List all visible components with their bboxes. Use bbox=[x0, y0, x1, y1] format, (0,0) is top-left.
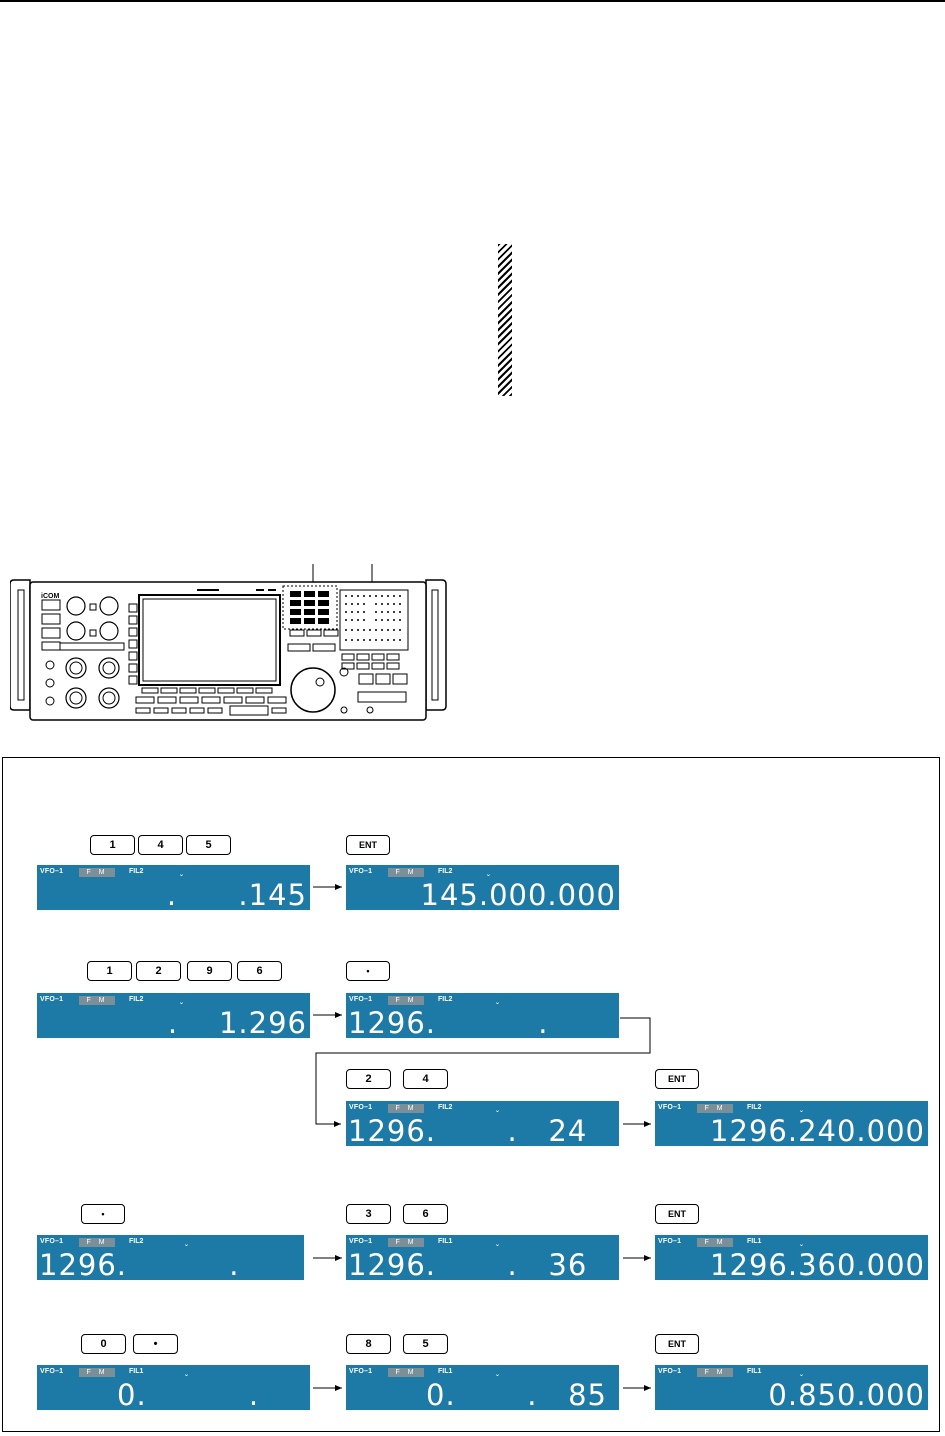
key-1: 1 bbox=[90, 835, 135, 855]
key-3: 3 bbox=[346, 1204, 391, 1224]
frequency-readout: . 1.296 bbox=[167, 1006, 307, 1038]
filter-label: FIL1 bbox=[438, 1238, 453, 1245]
vfo-label: VFO–1 bbox=[349, 1238, 373, 1245]
vfo-label: VFO–1 bbox=[40, 868, 64, 875]
mode-label: F M bbox=[388, 1104, 424, 1113]
key-ent: ENT bbox=[346, 835, 390, 855]
frequency-readout: 0. . bbox=[117, 1378, 290, 1410]
vfo-label: VFO–1 bbox=[349, 996, 373, 1003]
mode-label: F M bbox=[388, 868, 424, 877]
operation-examples-box bbox=[2, 757, 940, 1432]
mode-label: F M bbox=[388, 1238, 424, 1247]
filter-label: FIL2 bbox=[129, 996, 144, 1003]
lcd-display: VFO–1 F M FIL1 ˇ 0.850.000 bbox=[655, 1365, 928, 1410]
vfo-label: VFO–1 bbox=[658, 1238, 682, 1245]
filter-label: FIL2 bbox=[438, 1104, 453, 1111]
lcd-display: VFO–1 F M FIL1 ˇ 1296. . 36 bbox=[346, 1235, 619, 1280]
filter-label: FIL2 bbox=[129, 1238, 144, 1245]
tuning-step-marker: ˇ bbox=[800, 1110, 803, 1119]
mode-label: F M bbox=[79, 996, 115, 1005]
key-2: 2 bbox=[136, 961, 181, 981]
key-5: 5 bbox=[403, 1334, 448, 1354]
frequency-readout: 145.000.000 bbox=[420, 878, 616, 910]
frequency-readout: 1296.240.000 bbox=[710, 1114, 925, 1146]
tuning-step-marker: ˇ bbox=[496, 1374, 499, 1383]
tuning-step-marker: ˇ bbox=[496, 1110, 499, 1119]
vfo-label: VFO–1 bbox=[349, 1104, 373, 1111]
lcd-display: VFO–1 F M FIL2 ˇ . 1.296 bbox=[37, 993, 310, 1038]
tuning-step-marker: ˇ bbox=[496, 1244, 499, 1253]
filter-label: FIL2 bbox=[438, 996, 453, 1003]
lcd-display: VFO–1 F M FIL2 ˇ . .145 bbox=[37, 865, 310, 910]
frequency-readout: 0. . 85 bbox=[426, 1378, 607, 1410]
lcd-display: VFO–1 F M FIL2 ˇ 1296. . bbox=[37, 1235, 304, 1280]
lcd-display: VFO–1 F M FIL1 ˇ 1296.360.000 bbox=[655, 1235, 928, 1280]
key-4: 4 bbox=[138, 835, 183, 855]
key-5: 5 bbox=[186, 835, 231, 855]
key-1: 1 bbox=[87, 961, 132, 981]
frequency-readout: 1296. . bbox=[39, 1248, 271, 1280]
tuning-step-marker: ˇ bbox=[800, 1244, 803, 1253]
vfo-label: VFO–1 bbox=[658, 1104, 682, 1111]
lcd-display: VFO–1 F M FIL2 ˇ 145.000.000 bbox=[346, 865, 619, 910]
mode-label: F M bbox=[79, 1238, 115, 1247]
vfo-label: VFO–1 bbox=[658, 1368, 682, 1375]
key-9: 9 bbox=[187, 961, 232, 981]
frequency-readout: . .145 bbox=[166, 878, 307, 910]
filter-label: FIL1 bbox=[747, 1368, 762, 1375]
key-dot: • bbox=[346, 961, 390, 981]
page-top-rule bbox=[0, 0, 945, 2]
vfo-label: VFO–1 bbox=[349, 1368, 373, 1375]
key-ent: ENT bbox=[655, 1204, 699, 1224]
vfo-label: VFO–1 bbox=[40, 996, 64, 1003]
tuning-step-marker: ˇ bbox=[185, 1374, 188, 1383]
tuning-step-marker: ˇ bbox=[180, 1002, 183, 1011]
mode-label: F M bbox=[79, 1368, 115, 1377]
mode-label: F M bbox=[388, 1368, 424, 1377]
filter-label: FIL2 bbox=[129, 868, 144, 875]
frequency-readout: 1296. . 36 bbox=[348, 1248, 588, 1280]
filter-label: FIL1 bbox=[438, 1368, 453, 1375]
key-ent: ENT bbox=[655, 1069, 699, 1089]
key-2: 2 bbox=[346, 1069, 391, 1089]
lcd-display: VFO–1 F M FIL1 ˇ 0. . 85 bbox=[346, 1365, 619, 1410]
frequency-readout: 1296. . 24 bbox=[348, 1114, 588, 1146]
tuning-step-marker: ˇ bbox=[800, 1374, 803, 1383]
frequency-readout: 1296. . bbox=[348, 1006, 580, 1038]
filter-label: FIL1 bbox=[747, 1238, 762, 1245]
tuning-step-marker: ˇ bbox=[185, 1244, 188, 1253]
radio-front-panel-illustration: iCOM bbox=[10, 564, 447, 721]
note-hatch-bar bbox=[498, 244, 512, 396]
mode-label: F M bbox=[697, 1368, 733, 1377]
tuning-step-marker: ˇ bbox=[487, 874, 490, 883]
key-ent: ENT bbox=[655, 1334, 699, 1354]
lcd-display: VFO–1 F M FIL1 ˇ 0. . bbox=[37, 1365, 310, 1410]
key-0: 0 bbox=[81, 1334, 126, 1354]
key-6: 6 bbox=[237, 961, 282, 981]
mode-label: F M bbox=[697, 1238, 733, 1247]
mode-label: F M bbox=[79, 868, 115, 877]
key-dot: • bbox=[81, 1204, 125, 1224]
lcd-display: VFO–1 F M FIL2 ˇ 1296. . bbox=[346, 993, 619, 1038]
vfo-label: VFO–1 bbox=[349, 868, 373, 875]
key-6: 6 bbox=[403, 1204, 448, 1224]
filter-label: FIL2 bbox=[747, 1104, 762, 1111]
mode-label: F M bbox=[697, 1104, 733, 1113]
tuning-step-marker: ˇ bbox=[180, 874, 183, 883]
lcd-display: VFO–1 F M FIL2 ˇ 1296.240.000 bbox=[655, 1101, 928, 1146]
key-4: 4 bbox=[403, 1069, 448, 1089]
lcd-display: VFO–1 F M FIL2 ˇ 1296. . 24 bbox=[346, 1101, 619, 1146]
frequency-readout: 0.850.000 bbox=[768, 1378, 925, 1410]
filter-label: FIL1 bbox=[129, 1368, 144, 1375]
frequency-readout: 1296.360.000 bbox=[710, 1248, 925, 1280]
tuning-step-marker: ˇ bbox=[496, 1002, 499, 1011]
vfo-label: VFO–1 bbox=[40, 1238, 64, 1245]
filter-label: FIL2 bbox=[438, 868, 453, 875]
key-dot: • bbox=[133, 1334, 178, 1354]
vfo-label: VFO–1 bbox=[40, 1368, 64, 1375]
mode-label: F M bbox=[388, 996, 424, 1005]
brand-logo: iCOM bbox=[41, 593, 59, 600]
key-8: 8 bbox=[346, 1334, 391, 1354]
